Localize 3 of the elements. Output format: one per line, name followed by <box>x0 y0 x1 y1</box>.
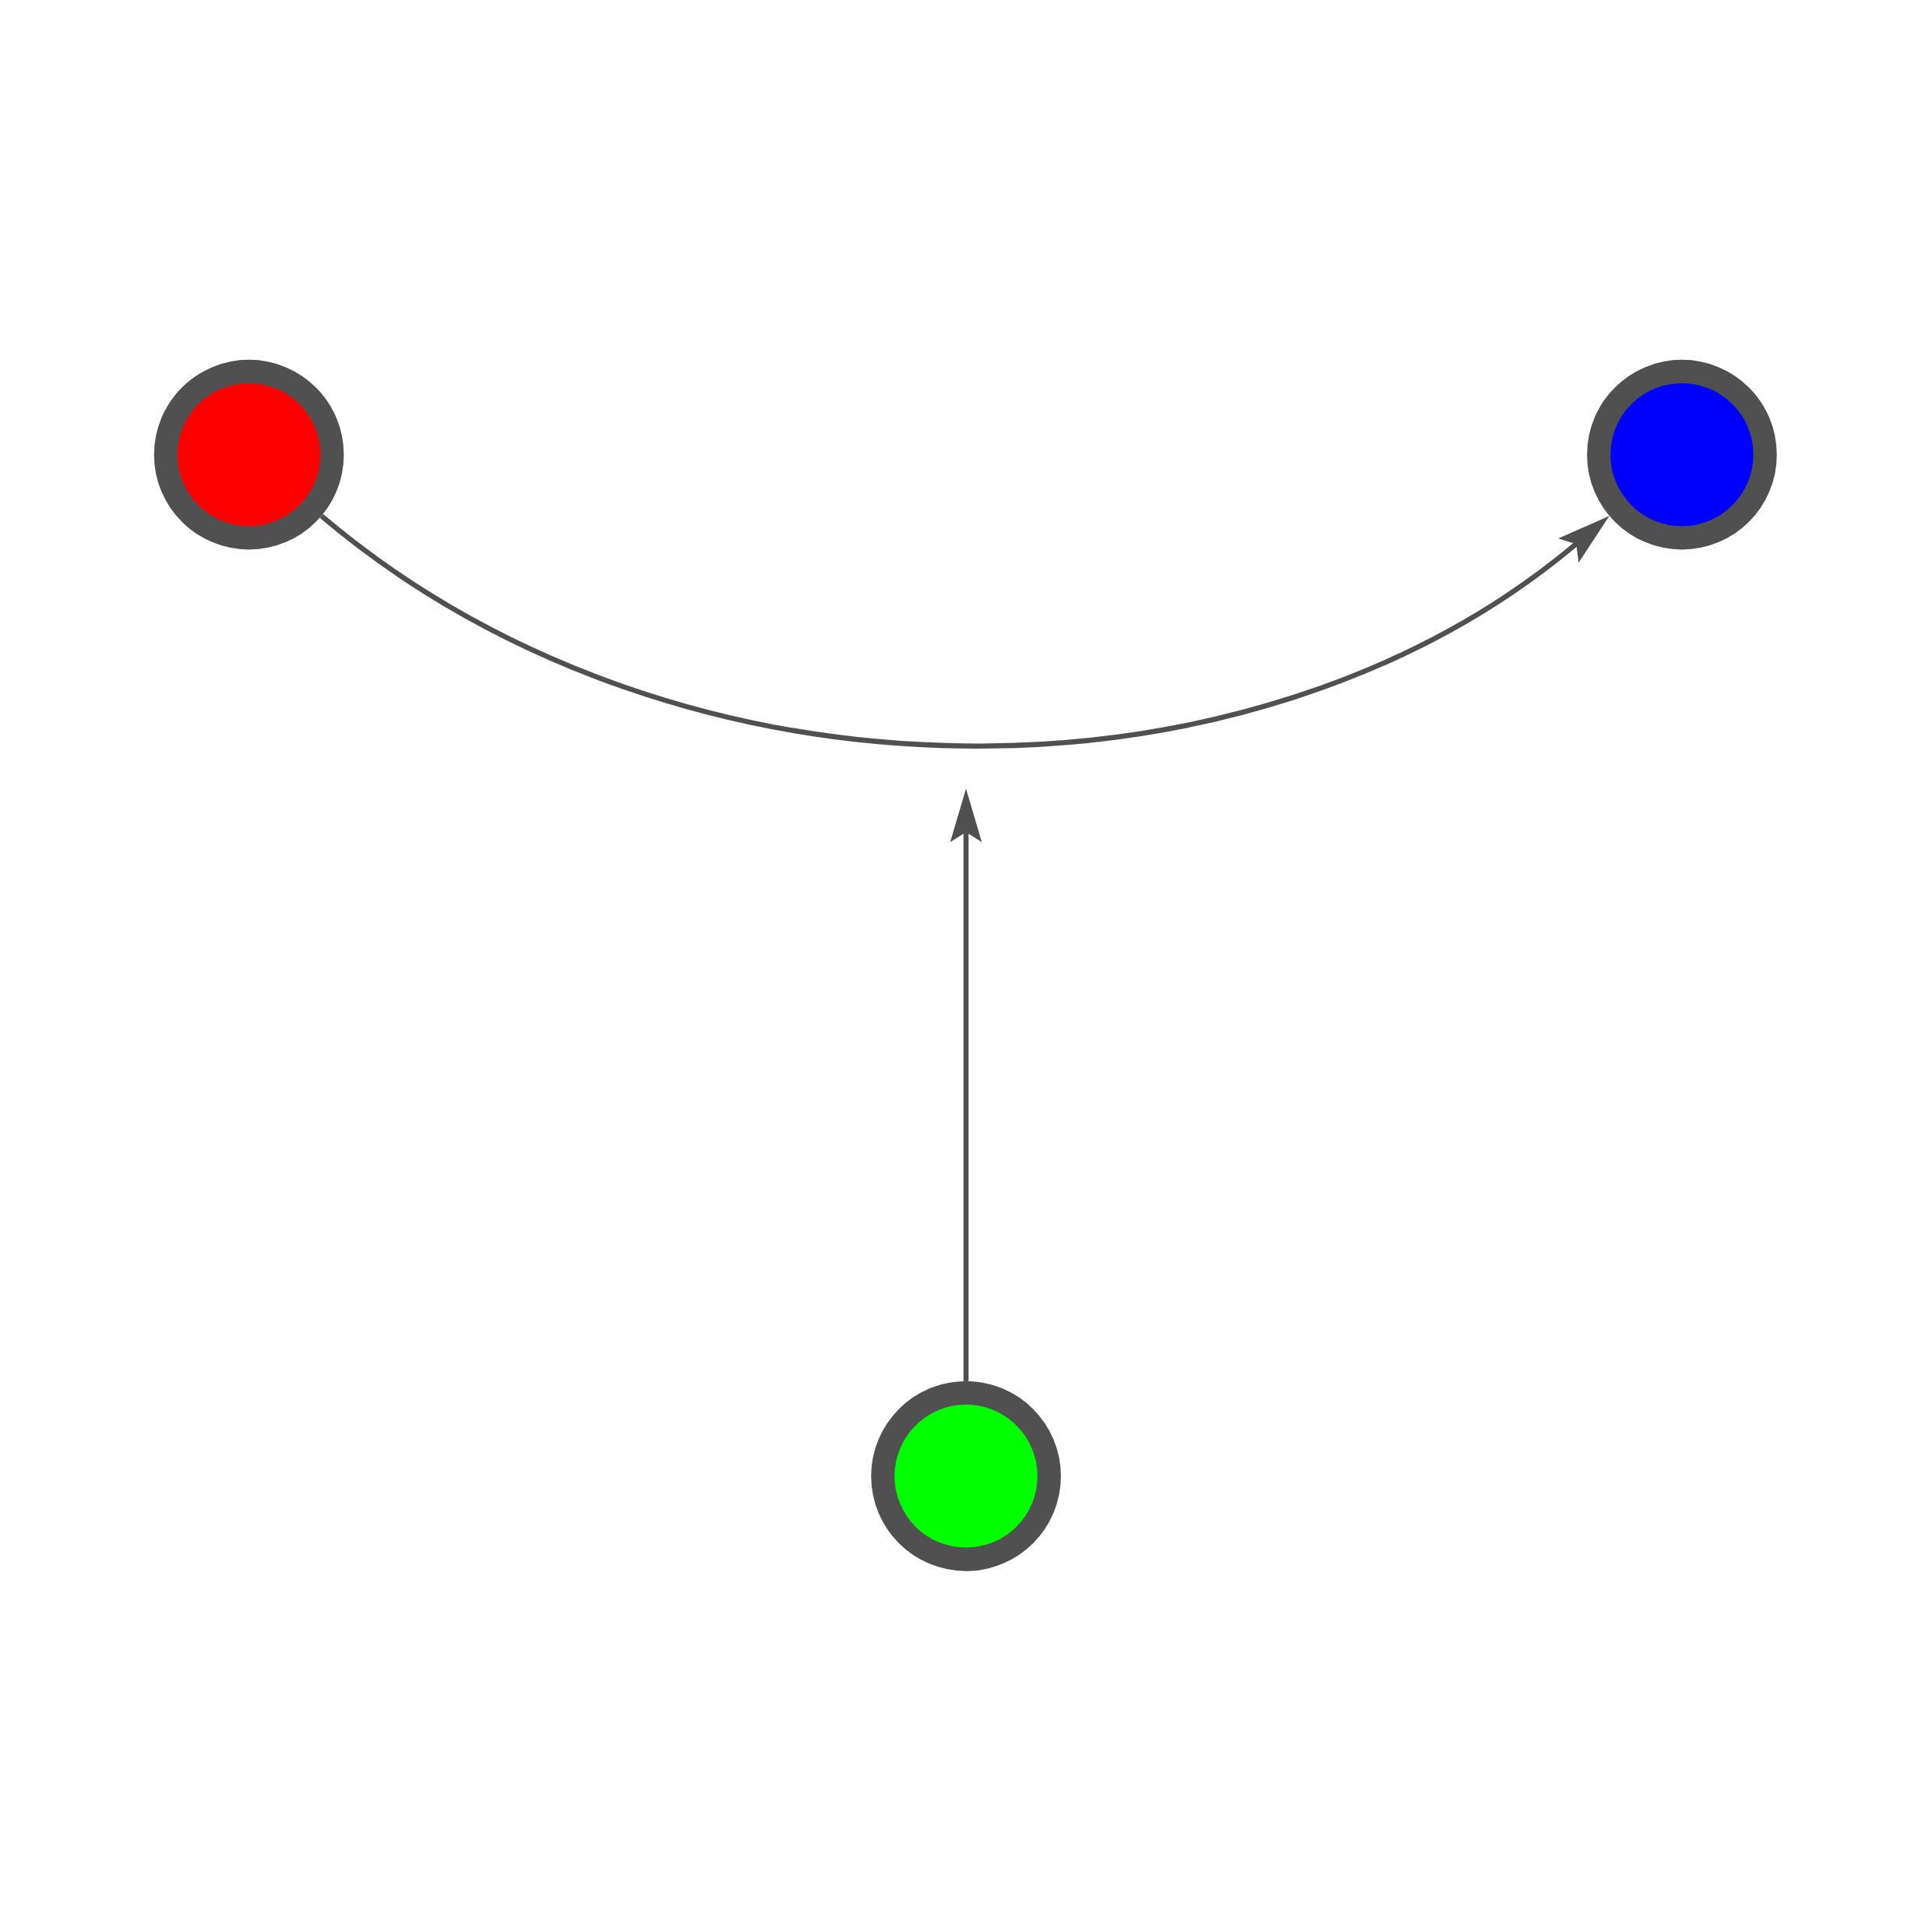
circle-node <box>871 1381 1061 1571</box>
circle-node <box>153 359 344 550</box>
circle-node <box>1587 359 1777 550</box>
